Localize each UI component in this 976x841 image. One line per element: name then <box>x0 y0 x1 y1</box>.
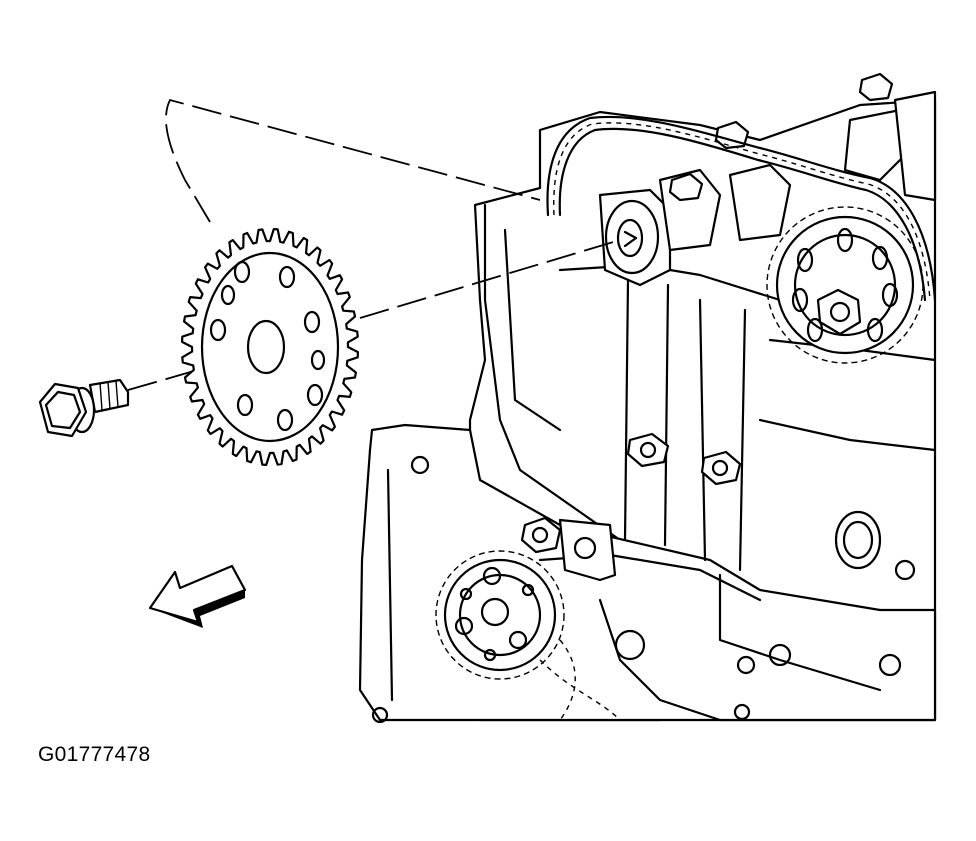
figure-caption: G01777478 <box>38 743 151 766</box>
camshaft-seal <box>834 510 882 570</box>
intake-camshaft-nose <box>598 188 672 287</box>
intake-camshaft-sprocket <box>181 228 359 466</box>
sprocket-holes <box>209 260 326 432</box>
timing-chain <box>546 115 937 302</box>
block-bolt-1 <box>626 432 670 468</box>
sprocket-bolt <box>38 378 130 438</box>
direction-arrow-icon <box>148 564 247 628</box>
exhaust-sprocket-holes <box>791 227 899 343</box>
block-bolt-2 <box>700 450 742 486</box>
block-bolt-3 <box>520 516 562 554</box>
crankshaft-sprocket <box>435 550 621 721</box>
exhaust-camshaft-sprocket <box>766 206 924 364</box>
camshaft-caps <box>658 72 937 252</box>
